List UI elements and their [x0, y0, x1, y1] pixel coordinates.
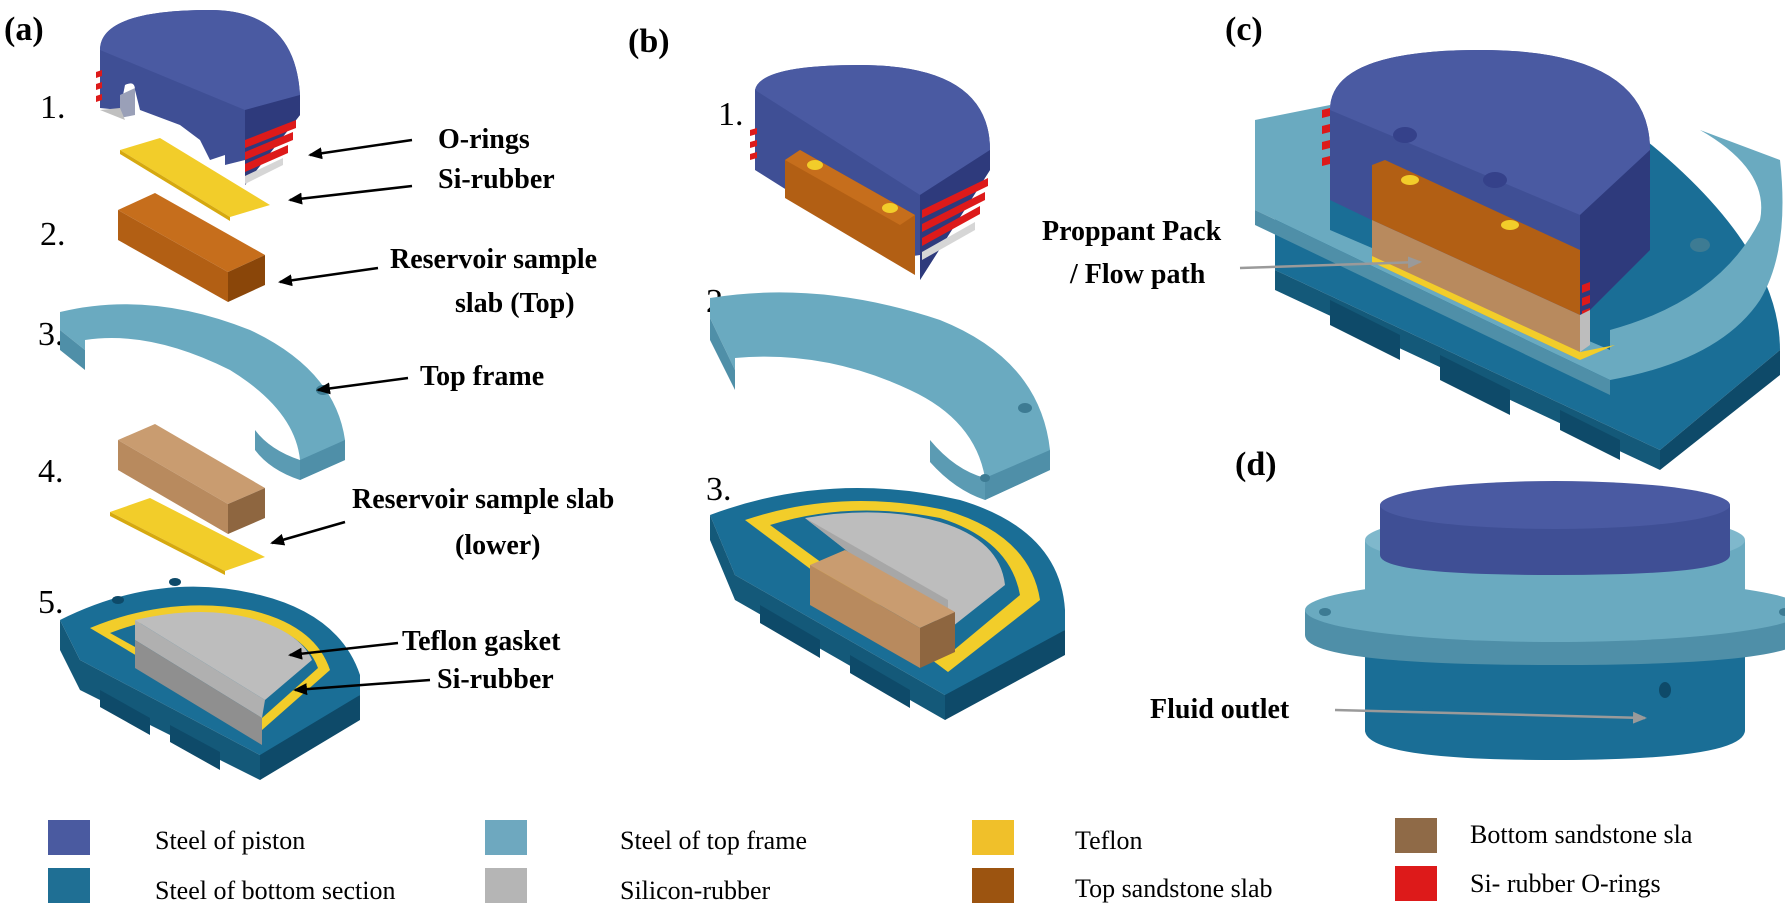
panel-c-top-slab — [1372, 160, 1580, 315]
callout-reservoir-lower-1: Reservoir sample slab — [352, 484, 614, 515]
panel-b: (b) 1. 2. 3. — [628, 23, 1065, 720]
panel-c-label: (c) — [1225, 11, 1263, 48]
panel-d-piston-top — [1380, 481, 1730, 529]
legend-label-steel-top-frame: Steel of top frame — [620, 826, 807, 855]
legend-swatch-steel-top-frame — [485, 820, 527, 855]
legend-swatch-steel-bottom — [48, 868, 90, 903]
panel-a-step-3: 3. — [38, 316, 64, 353]
panel-c-piston-top — [1330, 50, 1650, 215]
panel-a-bottom-slab — [118, 424, 265, 534]
legend-label-bottom-sandstone: Bottom sandstone sla — [1470, 820, 1693, 849]
callout-reservoir-top-1: Reservoir sample — [390, 244, 597, 275]
panel-c-bottom-side-right — [1660, 350, 1780, 470]
panel-a-step-4: 4. — [38, 453, 64, 490]
panel-c-teflon-dot-2 — [1501, 220, 1519, 230]
callout-reservoir-lower-2: (lower) — [455, 530, 541, 561]
callout-top-frame: Top frame — [420, 361, 544, 392]
arrow-reservoir-lower — [270, 520, 346, 546]
legend-label-top-sandstone: Top sandstone slab — [1075, 874, 1273, 903]
panel-d: (d) Fluid outlet — [1150, 446, 1785, 760]
legend-label-silicon-rubber: Silicon-rubber — [620, 876, 771, 905]
panel-a-teflon-lower — [110, 498, 265, 575]
callout-fluid-outlet: Fluid outlet — [1150, 694, 1290, 725]
panel-a-step-2: 2. — [40, 216, 66, 253]
arrow-sirubber-bottom — [293, 678, 431, 696]
legend-swatch-top-sandstone — [972, 868, 1014, 903]
panel-d-flange-hole-2 — [1779, 608, 1785, 616]
panel-d-label: (d) — [1235, 446, 1277, 483]
legend-label-sirubber-orings: Si- rubber O-rings — [1470, 869, 1661, 898]
callout-proppant-2: / Flow path — [1069, 259, 1206, 290]
panel-a-step-5: 5. — [38, 584, 64, 621]
panel-c-piston-hole-2 — [1483, 172, 1507, 188]
panel-d-fluid-outlet-hole — [1659, 682, 1671, 698]
panel-c: (c) Proppant Pack / Flow path — [1042, 11, 1783, 470]
panel-c-piston-hole-1 — [1393, 127, 1417, 143]
panel-a-label: (a) — [4, 11, 44, 48]
legend: Steel of piston Steel of bottom section … — [48, 818, 1693, 905]
arrow-top-frame — [316, 376, 409, 395]
panel-c-piston-side — [1580, 150, 1650, 320]
panel-b-piston-assembly — [750, 65, 990, 280]
panel-d-flange-hole-1 — [1319, 608, 1331, 616]
panel-c-orings-left — [1322, 108, 1330, 166]
legend-label-steel-bottom: Steel of bottom section — [155, 876, 395, 905]
panel-c-bottom-notches — [1330, 300, 1620, 460]
panel-c-orings-right — [1582, 282, 1590, 319]
callout-teflon-gasket: Teflon gasket — [402, 626, 561, 657]
panel-c-top-frame-side — [1255, 210, 1610, 395]
panel-a-teflon-top — [120, 138, 270, 221]
panel-c-teflon-dot-1 — [1401, 175, 1419, 185]
panel-a-piston — [96, 10, 300, 185]
panel-b-label: (b) — [628, 23, 670, 60]
callout-reservoir-top-2: slab (Top) — [455, 288, 575, 319]
arrow-proppant — [1239, 256, 1422, 270]
arrow-reservoir-top — [278, 266, 379, 287]
panel-c-bolt-hole — [1690, 238, 1710, 252]
callout-sirubber-top: Si-rubber — [438, 164, 555, 195]
legend-swatch-steel-piston — [48, 820, 90, 855]
arrow-sirubber-top — [288, 184, 413, 205]
arrow-fluid-outlet — [1334, 708, 1647, 724]
legend-swatch-teflon — [972, 820, 1014, 855]
legend-swatch-silicon-rubber — [485, 868, 527, 903]
panel-a-bottom-section — [60, 578, 360, 780]
panel-c-silicon-edge — [1580, 310, 1590, 352]
legend-label-steel-piston: Steel of piston — [155, 826, 305, 855]
legend-swatch-bottom-sandstone — [1395, 818, 1437, 853]
arrow-orings — [308, 138, 413, 160]
panel-a-top-slab — [118, 193, 265, 302]
legend-swatch-sirubber-orings — [1395, 866, 1437, 901]
panel-a-step-1: 1. — [40, 89, 66, 126]
panel-b-step-1: 1. — [718, 96, 744, 133]
panel-c-bottom-slab — [1372, 220, 1580, 360]
panel-b-bottom-assembly — [710, 488, 1065, 720]
panel-d-bottom-base — [1365, 700, 1745, 760]
legend-label-teflon: Teflon — [1075, 826, 1143, 855]
panel-a: (a) 1. 2. 3. 4. 5. — [4, 10, 614, 780]
panel-a-top-frame — [60, 304, 345, 480]
arrow-teflon-gasket — [288, 641, 399, 660]
callout-orings: O-rings — [438, 124, 530, 155]
callout-proppant-1: Proppant Pack — [1042, 216, 1222, 247]
panel-b-step-3: 3. — [706, 471, 732, 508]
callout-sirubber-bottom: Si-rubber — [437, 664, 554, 695]
panel-b-top-frame — [710, 292, 1050, 500]
